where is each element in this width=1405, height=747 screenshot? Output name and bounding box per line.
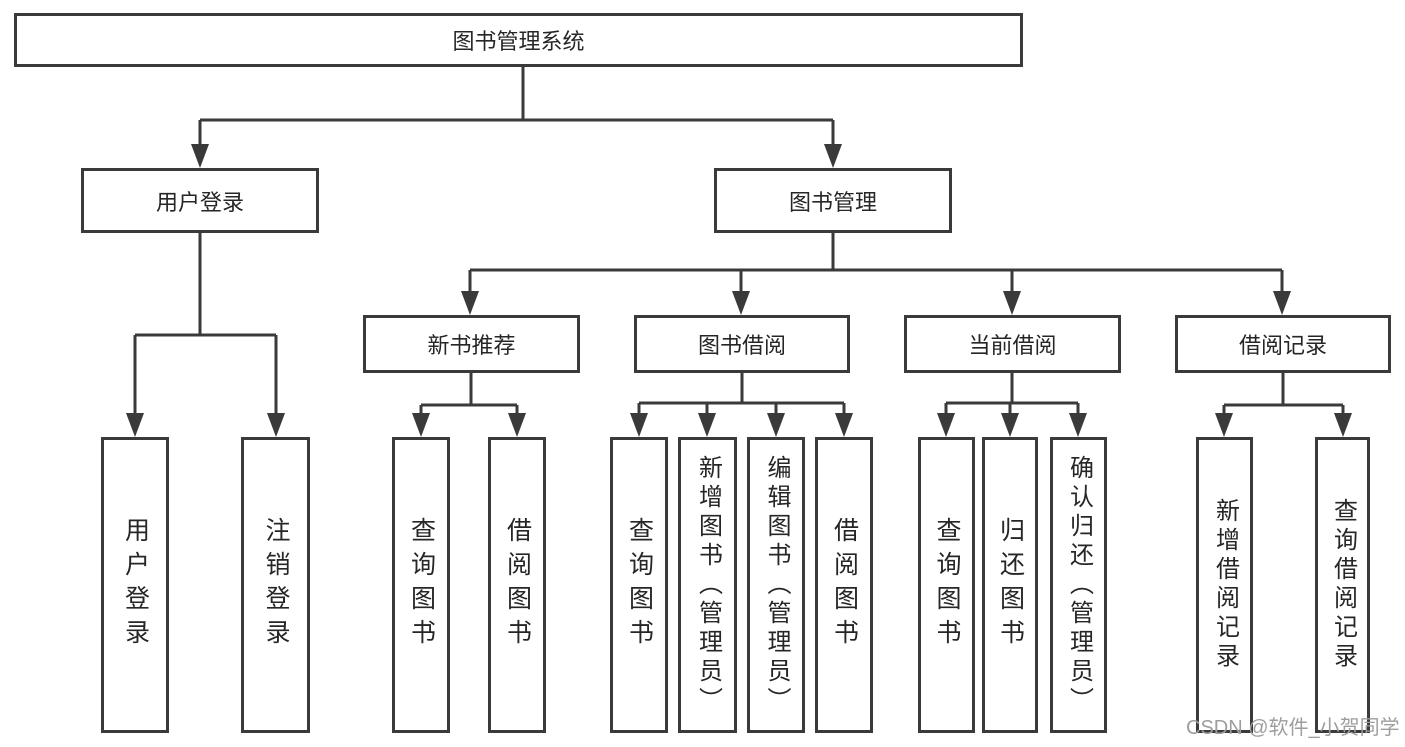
node-current-borrowing: 当前借阅 (904, 315, 1121, 373)
leaf-query-books-borrowing: 查询图书 (610, 437, 668, 733)
leaf-logout: 注销登录 (241, 437, 310, 733)
node-user-login: 用户登录 (81, 168, 319, 233)
leaf-confirm-return-admin: 确认归还（管理员） (1050, 437, 1107, 733)
leaf-borrow-books-borrowing: 借阅图书 (815, 437, 873, 733)
leaf-borrow-books-recommend: 借阅图书 (488, 437, 546, 733)
node-book-management: 图书管理 (714, 168, 952, 233)
leaf-query-borrowing-record: 查询借阅记录 (1315, 437, 1370, 733)
leaf-edit-books-admin: 编辑图书（管理员） (747, 437, 805, 733)
leaf-query-books-current: 查询图书 (918, 437, 975, 733)
node-new-book-recommendation: 新书推荐 (363, 315, 580, 373)
csdn-watermark: CSDN @软件_小贺同学 (1186, 717, 1400, 739)
leaf-return-books: 归还图书 (982, 437, 1038, 733)
leaf-user-login: 用户登录 (101, 437, 169, 733)
node-root-library-management-system: 图书管理系统 (14, 13, 1023, 67)
node-book-borrowing: 图书借阅 (634, 315, 850, 373)
leaf-query-books-recommend: 查询图书 (392, 437, 450, 733)
leaf-add-books-admin: 新增图书（管理员） (678, 437, 737, 733)
arrowheads (126, 144, 1352, 437)
leaf-add-borrowing-record: 新增借阅记录 (1196, 437, 1253, 733)
node-borrowing-records: 借阅记录 (1175, 315, 1391, 373)
